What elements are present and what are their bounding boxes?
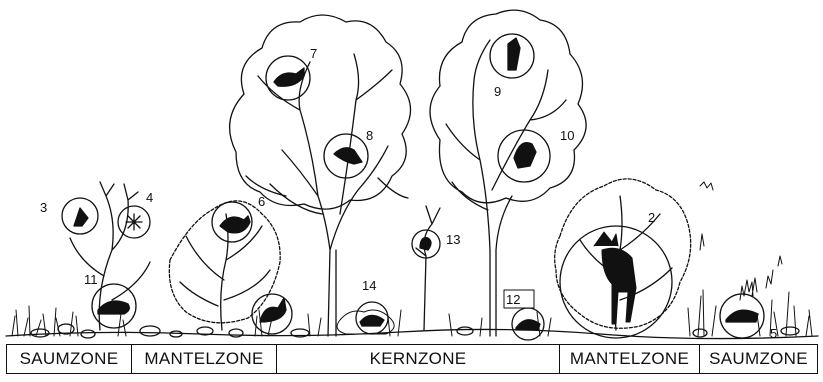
marker-3: 3 xyxy=(40,200,47,215)
zone-mantel-left: MANTELZONE xyxy=(132,345,277,373)
ground-litter xyxy=(337,182,713,334)
zone-mantel-right: MANTELZONE xyxy=(560,345,700,373)
marker-5: 5 xyxy=(770,326,777,341)
marker-10: 10 xyxy=(560,128,574,143)
marker-12: 12 xyxy=(506,292,520,307)
animal-circles xyxy=(62,34,764,340)
tree-left xyxy=(230,15,411,336)
zone-bar: SAUMZONE MANTELZONE KERNZONE MANTELZONE … xyxy=(6,344,818,374)
zone-saum-left: SAUMZONE xyxy=(7,345,132,373)
marker-14: 14 xyxy=(362,278,376,293)
zone-kern: KERNZONE xyxy=(277,345,560,373)
marker-4: 4 xyxy=(146,190,153,205)
ground xyxy=(6,324,818,339)
zone-saum-right: SAUMZONE xyxy=(700,345,817,373)
marker-8: 8 xyxy=(366,128,373,143)
marker-11: 11 xyxy=(84,272,98,287)
marker-9: 9 xyxy=(494,84,501,99)
marker-13: 13 xyxy=(446,232,460,247)
marker-7: 7 xyxy=(310,46,317,61)
marker-2: 2 xyxy=(648,210,655,225)
marker-6: 6 xyxy=(258,194,265,209)
